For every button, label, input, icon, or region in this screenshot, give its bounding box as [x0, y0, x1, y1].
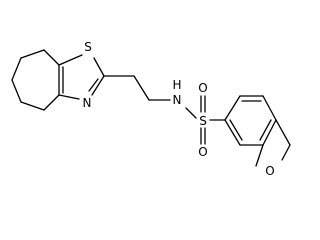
atom-labels: S N N H S O O O [83, 40, 275, 178]
bond [43, 94, 60, 111]
bond [58, 54, 83, 66]
bond [133, 75, 150, 101]
ring-oxygen-label: O [265, 164, 274, 178]
bond [58, 94, 80, 100]
bond [224, 95, 241, 121]
bond [281, 144, 291, 161]
sulfonyl-sulfur-label: S [199, 114, 207, 128]
bond [20, 101, 45, 111]
bond [185, 107, 197, 119]
sulfonyl-oxygen-bottom-label: O [198, 145, 207, 159]
bond [229, 119, 243, 141]
bond [11, 79, 22, 103]
thiazole-nitrogen-label: N [83, 96, 92, 110]
bond [259, 119, 272, 141]
bond [93, 57, 105, 77]
bonds [11, 49, 291, 167]
bond [43, 49, 60, 66]
bond [275, 119, 291, 146]
molecule-structure: S N N H S O O O [11, 40, 291, 178]
amide-hydrogen-label: H [172, 78, 181, 92]
bond [20, 49, 45, 59]
bond [262, 95, 277, 121]
bond [262, 119, 277, 146]
bond [224, 119, 241, 146]
bond [11, 57, 22, 81]
bond [91, 75, 105, 96]
sulfonyl-oxygen-top-label: O [198, 81, 207, 95]
amide-nitrogen-label: N [173, 93, 182, 107]
bond [88, 78, 99, 92]
thiazole-sulfur-label: S [84, 40, 92, 54]
bond [255, 144, 264, 167]
